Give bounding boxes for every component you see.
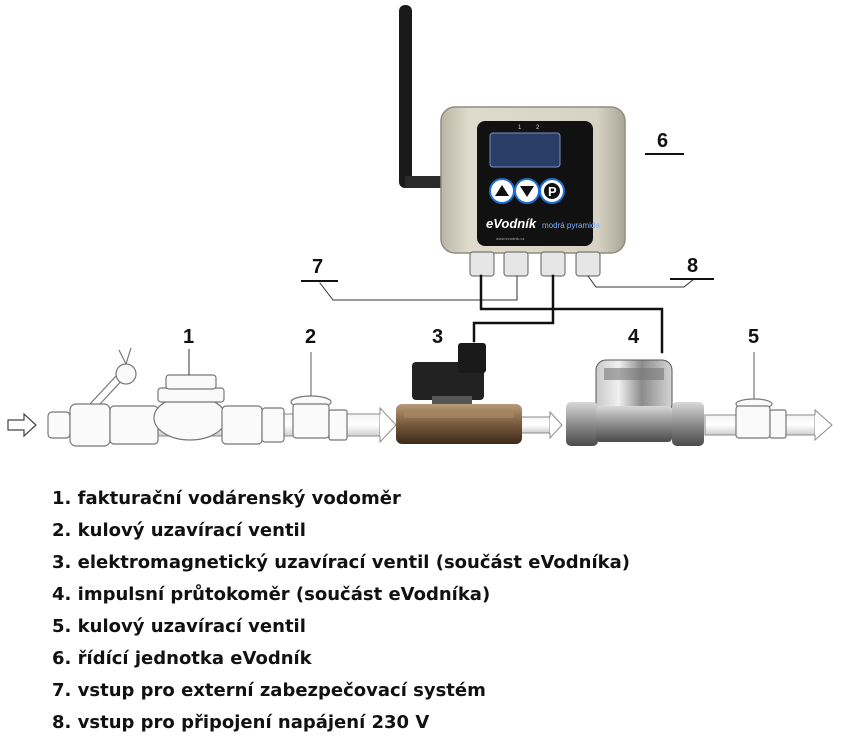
legend-number: 3. [52, 552, 72, 573]
display-mark-2: 2 [536, 125, 540, 131]
pyramid-logo: modrá pyramida [542, 221, 600, 230]
legend-number: 1. [52, 488, 72, 509]
ball-valve-2 [290, 352, 348, 441]
cable-glands [469, 251, 601, 277]
water-meter-1 [47, 347, 285, 447]
callout-6: 6 [657, 130, 668, 152]
down-arrow-icon [520, 186, 534, 197]
legend-item: 6. řídící jednotka eVodník [52, 643, 630, 675]
legend-text: elektromagnetický uzavírací ventil (souč… [77, 552, 630, 573]
display-mark-1: 1 [518, 125, 522, 131]
callout-3: 3 [432, 326, 443, 348]
callouts: 1 2 3 4 5 6 7 8 [183, 130, 759, 375]
legend-number: 6. [52, 648, 72, 669]
p-button-label: P [548, 184, 557, 199]
callout-8: 8 [687, 255, 698, 277]
ball-valve-5 [735, 352, 787, 439]
brand-logo: eVodník [486, 216, 537, 231]
legend-item: 5. kulový uzavírací ventil [52, 611, 630, 643]
legend-text: impulsní průtokoměr (součást eVodníka) [77, 584, 491, 605]
callout-7: 7 [312, 256, 323, 278]
antenna [399, 5, 412, 188]
wiring [319, 274, 695, 354]
legend-text: kulový uzavírací ventil [77, 616, 306, 637]
legend-text: fakturační vodárenský vodoměr [77, 488, 401, 509]
legend-number: 8. [52, 712, 72, 733]
callout-1: 1 [183, 326, 194, 348]
legend-number: 5. [52, 616, 72, 637]
legend-item: 7. vstup pro externí zabezpečovací systé… [52, 675, 630, 707]
legend-number: 4. [52, 584, 72, 605]
callout-4: 4 [628, 326, 640, 348]
callout-2: 2 [305, 326, 316, 348]
lcd-display [489, 132, 561, 168]
inlet-arrow [7, 412, 37, 438]
legend-item: 4. impulsní průtokoměr (součást eVodníka… [52, 579, 630, 611]
control-unit: 1 2 P eVodník modrá pyramida www.evodnik… [399, 5, 626, 277]
solenoid-valve-3 [396, 343, 522, 444]
device-url: www.evodnik.cz [496, 236, 524, 241]
up-arrow-icon [495, 185, 509, 196]
installation-diagram: 1 2 P eVodník modrá pyramida www.evodnik… [7, 5, 833, 447]
callout-5: 5 [748, 326, 759, 348]
legend-number: 7. [52, 680, 72, 701]
flow-meter-4 [566, 359, 704, 446]
legend-item: 3. elektromagnetický uzavírací ventil (s… [52, 547, 630, 579]
legend-number: 2. [52, 520, 72, 541]
legend-item: 8. vstup pro připojení napájení 230 V [52, 707, 630, 739]
legend-item: 2. kulový uzavírací ventil [52, 515, 630, 547]
legend-text: řídící jednotka eVodník [77, 648, 312, 669]
legend-list: 1. fakturační vodárenský vodoměr 2. kulo… [52, 483, 630, 739]
legend-item: 1. fakturační vodárenský vodoměr [52, 483, 630, 515]
legend-text: vstup pro externí zabezpečovací systém [77, 680, 486, 701]
legend-text: vstup pro připojení napájení 230 V [77, 712, 430, 733]
legend-text: kulový uzavírací ventil [77, 520, 306, 541]
